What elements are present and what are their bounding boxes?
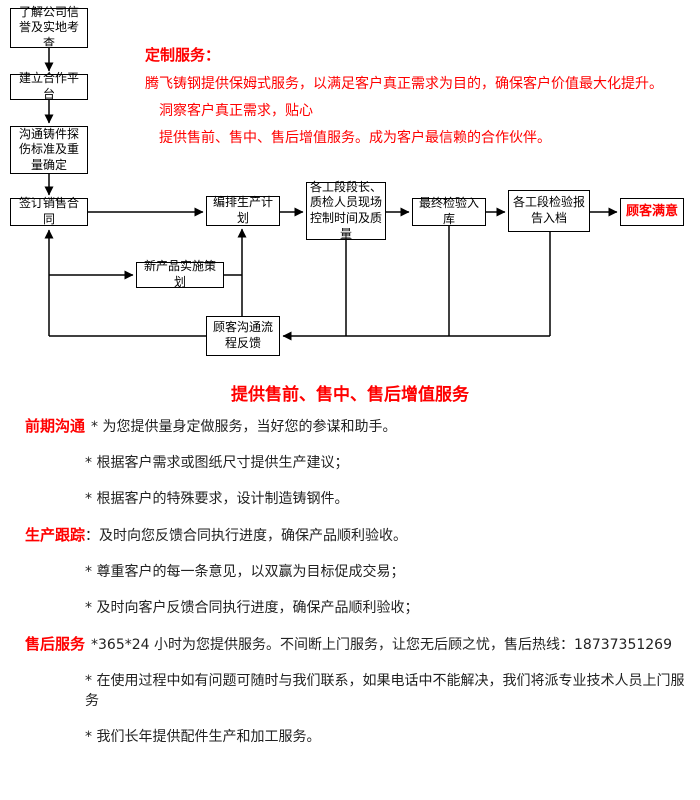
- services-heading: 提供售前、售中、售后增值服务: [231, 385, 469, 405]
- flow-box-production-plan: 编排生产计划: [206, 195, 280, 226]
- service-section-label: 前期沟通: [25, 417, 86, 435]
- service-bullet: * 及时向客户反馈合同执行进度，确保产品顺利验收；: [85, 600, 419, 616]
- service-bullet: * 根据客户需求或图纸尺寸提供生产建议；: [85, 455, 349, 471]
- service-section-after-sale: 售后服务 *365*24 小时为您提供服务。不间断上门服务，让您无后顾之忧，售后热…: [25, 634, 685, 655]
- service-section-production-tracking: 生产跟踪：及时向您反馈合同执行进度，确保产品顺利验收。: [25, 525, 685, 546]
- service-section-text: ：及时向您反馈合同执行进度，确保产品顺利验收。: [85, 528, 408, 544]
- intro-line-1: 腾飞铸钢提供保姆式服务，以满足客户真正需求为目的，确保客户价值最大化提升。: [145, 76, 663, 92]
- flow-box-inspection-report: 各工段检验报告入档: [508, 190, 590, 232]
- intro-line-3: 提供售前、售中、售后增值服务。成为客户最信赖的合作伙伴。: [159, 130, 551, 146]
- custom-service-title: 定制服务：: [145, 46, 221, 64]
- service-bullet: * 我们长年提供配件生产和加工服务。: [85, 729, 321, 745]
- flow-box-section-control: 各工段段长、质检人员现场控制时间及质量: [306, 180, 386, 241]
- flow-box-customer-satisfaction: 顾客满意: [620, 198, 684, 226]
- flow-box-flaw-standard: 沟通铸件探伤标准及重量确定: [10, 126, 88, 174]
- flow-box-cooperation-platform: 建立合作平台: [10, 71, 88, 101]
- service-bullet: * 根据客户的特殊要求，设计制造铸钢件。: [85, 491, 349, 507]
- service-section-pre-sale: 前期沟通 * 为您提供量身定做服务，当好您的参谋和助手。: [25, 416, 685, 437]
- custom-service-intro: 定制服务： 腾飞铸钢提供保姆式服务，以满足客户真正需求为目的，确保客户价值最大化…: [145, 44, 693, 155]
- service-section-text: * 为您提供量身定做服务，当好您的参谋和助手。: [91, 419, 397, 435]
- flowchart-connectors: [44, 48, 618, 341]
- service-bullet: * 在使用过程中如有问题可随时与我们联系，如果电话中不能解决，我们将派专业技术人…: [85, 673, 685, 709]
- services-text: 前期沟通 * 为您提供量身定做服务，当好您的参谋和助手。 * 根据客户需求或图纸尺…: [25, 416, 685, 763]
- flow-box-company-reputation: 了解公司信誉及实地考查: [10, 5, 88, 50]
- flow-box-sales-contract: 签订销售合同: [10, 196, 88, 226]
- flow-box-final-inspection: 最终检验入库: [412, 196, 486, 226]
- service-section-label: 售后服务: [25, 635, 86, 653]
- intro-line-2: 洞察客户真正需求，贴心: [159, 103, 313, 119]
- service-section-text: *365*24 小时为您提供服务。不间断上门服务，让您无后顾之忧，售后热线：18…: [91, 637, 672, 653]
- flow-box-customer-feedback: 顾客沟通流程反馈: [206, 316, 280, 356]
- service-bullet: * 尊重客户的每一条意见，以双赢为目标促成交易；: [85, 564, 405, 580]
- flow-box-new-product-planning: 新产品实施策划: [136, 259, 224, 289]
- service-section-label: 生产跟踪: [25, 526, 86, 544]
